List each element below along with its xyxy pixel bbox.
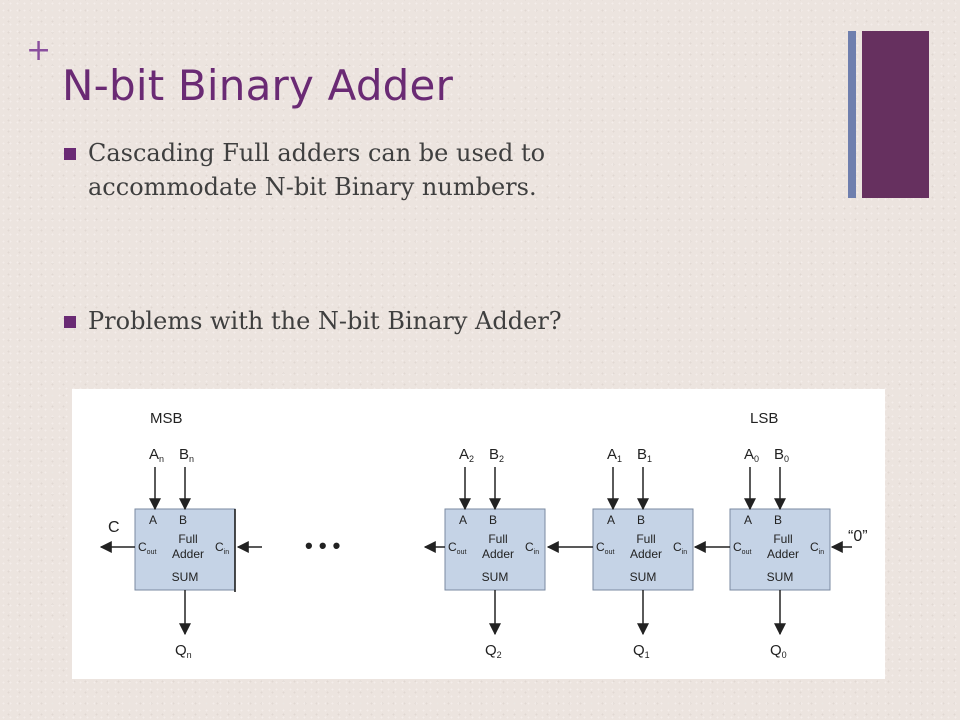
block-b-label: B: [774, 513, 782, 527]
full-adder-box: [444, 508, 546, 591]
full-adder-box: [729, 508, 831, 591]
decor-bar-thin: [848, 31, 856, 198]
block-full-label: Full: [178, 532, 197, 546]
block-adder-label: Adder: [172, 547, 204, 561]
output-q-label: Q0: [770, 642, 787, 660]
input-a-label: A0: [744, 446, 759, 464]
slide-title: N-bit Binary Adder: [62, 61, 454, 110]
output-q-label: Qn: [175, 642, 192, 660]
block-a-label: A: [607, 513, 615, 527]
input-b-label: B0: [774, 446, 789, 464]
block-full-label: Full: [636, 532, 655, 546]
input-a-label: A1: [607, 446, 622, 464]
input-b-label: B1: [637, 446, 652, 464]
block-a-label: A: [459, 513, 467, 527]
block-adder-label: Adder: [482, 547, 514, 561]
bullet-item-2: Problems with the N-bit Binary Adder?: [64, 304, 788, 338]
decor-bar-thick: [862, 31, 929, 198]
lsb-label: LSB: [750, 410, 778, 427]
bullet-square-icon: [64, 316, 76, 328]
plus-decoration: +: [26, 33, 52, 68]
block-full-label: Full: [488, 532, 507, 546]
block-sum-label: SUM: [767, 570, 794, 584]
block-adder-label: Adder: [630, 547, 662, 561]
carry-in-zero-label: “0”: [848, 528, 868, 545]
output-q-label: Q2: [485, 642, 502, 660]
carry-out-label: C: [108, 519, 120, 536]
block-adder-label: Adder: [767, 547, 799, 561]
block-sum-label: SUM: [482, 570, 509, 584]
block-b-label: B: [637, 513, 645, 527]
input-a-label: An: [149, 446, 164, 464]
block-sum-label: SUM: [630, 570, 657, 584]
bullet-text-2: Problems with the N-bit Binary Adder?: [88, 307, 562, 335]
full-adder-box: [592, 508, 694, 591]
block-a-label: A: [744, 513, 752, 527]
block-full-label: Full: [773, 532, 792, 546]
input-b-label: Bn: [179, 446, 194, 464]
block-b-label: B: [179, 513, 187, 527]
bullet-square-icon: [64, 148, 76, 160]
block-sum-label: SUM: [172, 570, 199, 584]
msb-label: MSB: [150, 410, 183, 427]
block-a-label: A: [149, 513, 157, 527]
ellipsis-dots: • • •: [305, 533, 340, 558]
bullet-text-1: Cascading Full adders can be used to acc…: [88, 139, 546, 201]
bullet-item-1: Cascading Full adders can be used to acc…: [64, 136, 688, 204]
block-b-label: B: [489, 513, 497, 527]
output-q-label: Q1: [633, 642, 650, 660]
input-a-label: A2: [459, 446, 474, 464]
input-b-label: B2: [489, 446, 504, 464]
full-adder-box: [134, 508, 236, 591]
